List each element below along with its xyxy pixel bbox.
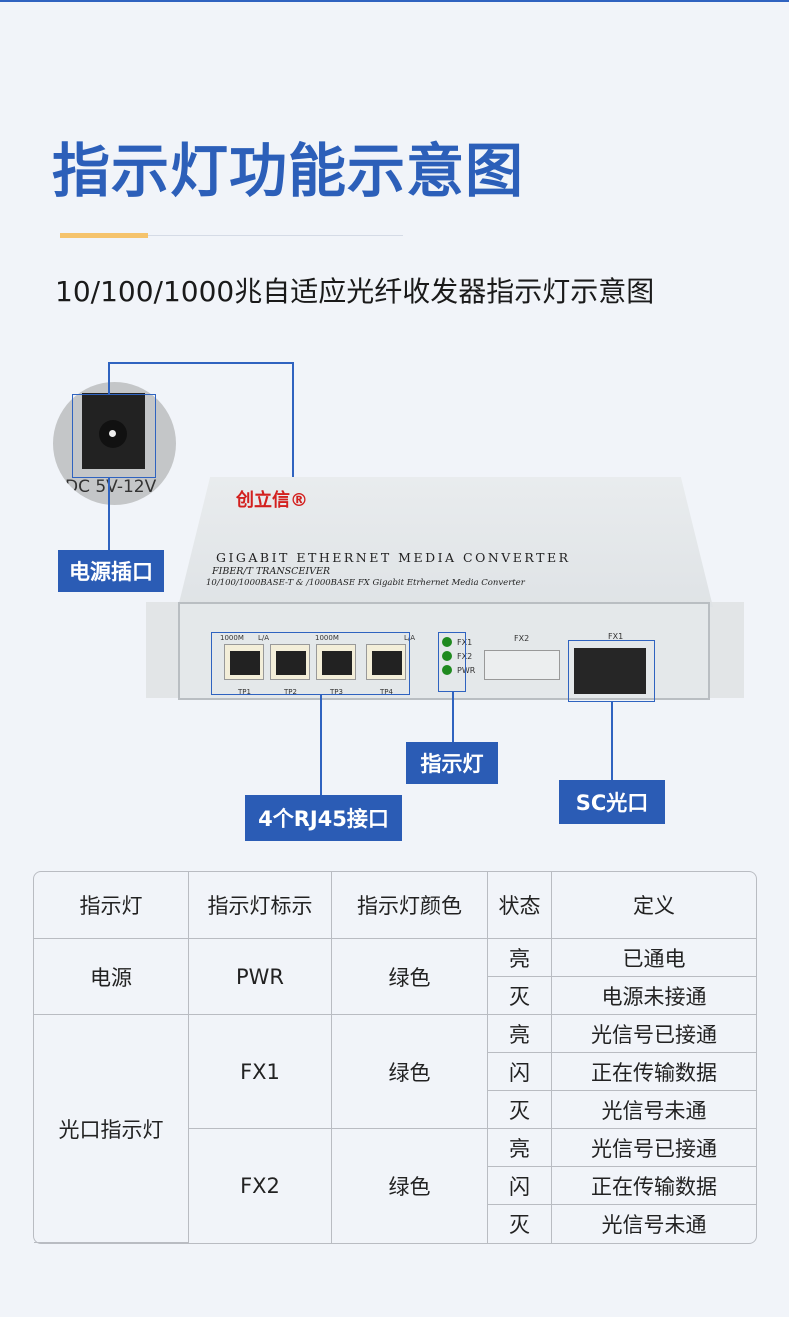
callout-leds: 指示灯: [406, 742, 498, 784]
rj45-highlight: [211, 632, 410, 695]
device-text-3: 10/100/1000BASE-T & /1000BASE FX Gigabit…: [206, 578, 525, 588]
fx1-sc-port: [574, 648, 646, 694]
fx2-sfp-slot: [484, 650, 560, 680]
cell: 亮: [488, 1129, 552, 1167]
port-speed-label: 1000M: [315, 634, 339, 642]
table-row: 灭光信号未通: [34, 1091, 756, 1129]
cell: FX1: [189, 1015, 332, 1129]
fx2-label: FX2: [514, 634, 530, 643]
cell: 闪: [488, 1053, 552, 1091]
title-accent-bar: [60, 233, 148, 238]
cell: 光信号已接通: [552, 1015, 756, 1053]
subtitle: 10/100/1000兆自适应光纤收发器指示灯示意图: [55, 275, 655, 308]
sc-highlight: [568, 640, 655, 702]
cell: 光信号未通: [552, 1091, 756, 1129]
port-label-tp1: TP1: [238, 688, 251, 696]
table-row: 灭电源未接通: [34, 977, 756, 1015]
port-label-tp2: TP2: [284, 688, 297, 696]
header-cell: 指示灯标示: [189, 872, 332, 939]
power-jack-highlight: [72, 394, 156, 478]
cell: 灭: [488, 1091, 552, 1129]
power-jack-label: DC 5V-12V: [65, 477, 157, 497]
callout-rj45: 4个RJ45接口: [245, 795, 402, 841]
port-label-tp4: TP4: [380, 688, 393, 696]
cell: 亮: [488, 939, 552, 977]
cell: 亮: [488, 1015, 552, 1053]
cell: 电源: [34, 939, 189, 1015]
table-row: 闪正在传输数据: [34, 1167, 756, 1205]
port-la-label: L/A: [258, 634, 270, 642]
cell: 绿色: [332, 1129, 488, 1243]
led-pwr: [442, 665, 452, 675]
led-label-fx2: FX2: [457, 652, 473, 661]
led-label-pwr: PWR: [457, 666, 476, 675]
header-cell: 状态: [488, 872, 552, 939]
cell: FX2: [189, 1129, 332, 1243]
table-row: 灭 光信号未通: [34, 1205, 756, 1243]
device-text-1: GIGABIT ETHERNET MEDIA CONVERTER: [216, 550, 571, 565]
cell: 灭: [488, 1205, 552, 1243]
brand-logo: 创立信®: [236, 490, 308, 511]
cell: 电源未接通: [552, 977, 756, 1015]
cell: 正在传输数据: [552, 1053, 756, 1091]
page-title: 指示灯功能示意图: [52, 137, 525, 205]
cell: 正在传输数据: [552, 1167, 756, 1205]
led-fx1: [442, 637, 452, 647]
led-highlight: [438, 632, 466, 692]
cell: 光信号已接通: [552, 1129, 756, 1167]
table-header: 指示灯 指示灯标示 指示灯颜色 状态 定义: [34, 872, 756, 939]
header-cell: 指示灯: [34, 872, 189, 939]
device-top: [178, 477, 713, 607]
front-panel: 1000M L/A 1000M L/A TP1 TP2 TP3 TP4 FX1 …: [178, 602, 710, 700]
callout-power-port: 电源插口: [58, 550, 164, 592]
fx1-label: FX1: [608, 632, 624, 641]
device-text-2: FIBER/T TRANSCEIVER: [212, 566, 331, 577]
title-divider: [148, 235, 403, 236]
callout-sc: SC光口: [559, 780, 665, 824]
cell: PWR: [189, 939, 332, 1015]
cell: 绿色: [332, 939, 488, 1015]
port-label-tp3: TP3: [330, 688, 343, 696]
led-fx2: [442, 651, 452, 661]
port-speed-label: 1000M: [220, 634, 244, 642]
cell: 灭: [488, 977, 552, 1015]
cell: 已通电: [552, 939, 756, 977]
cell: 光口指示灯: [34, 1015, 189, 1243]
cell: 绿色: [332, 1015, 488, 1129]
cell: 光信号未通: [601, 1213, 707, 1237]
header-cell: 指示灯颜色: [332, 872, 488, 939]
led-label-fx1: FX1: [457, 638, 473, 647]
cell: 闪: [488, 1167, 552, 1205]
table-row: 闪正在传输数据: [34, 1053, 756, 1091]
header-cell: 定义: [552, 872, 756, 939]
